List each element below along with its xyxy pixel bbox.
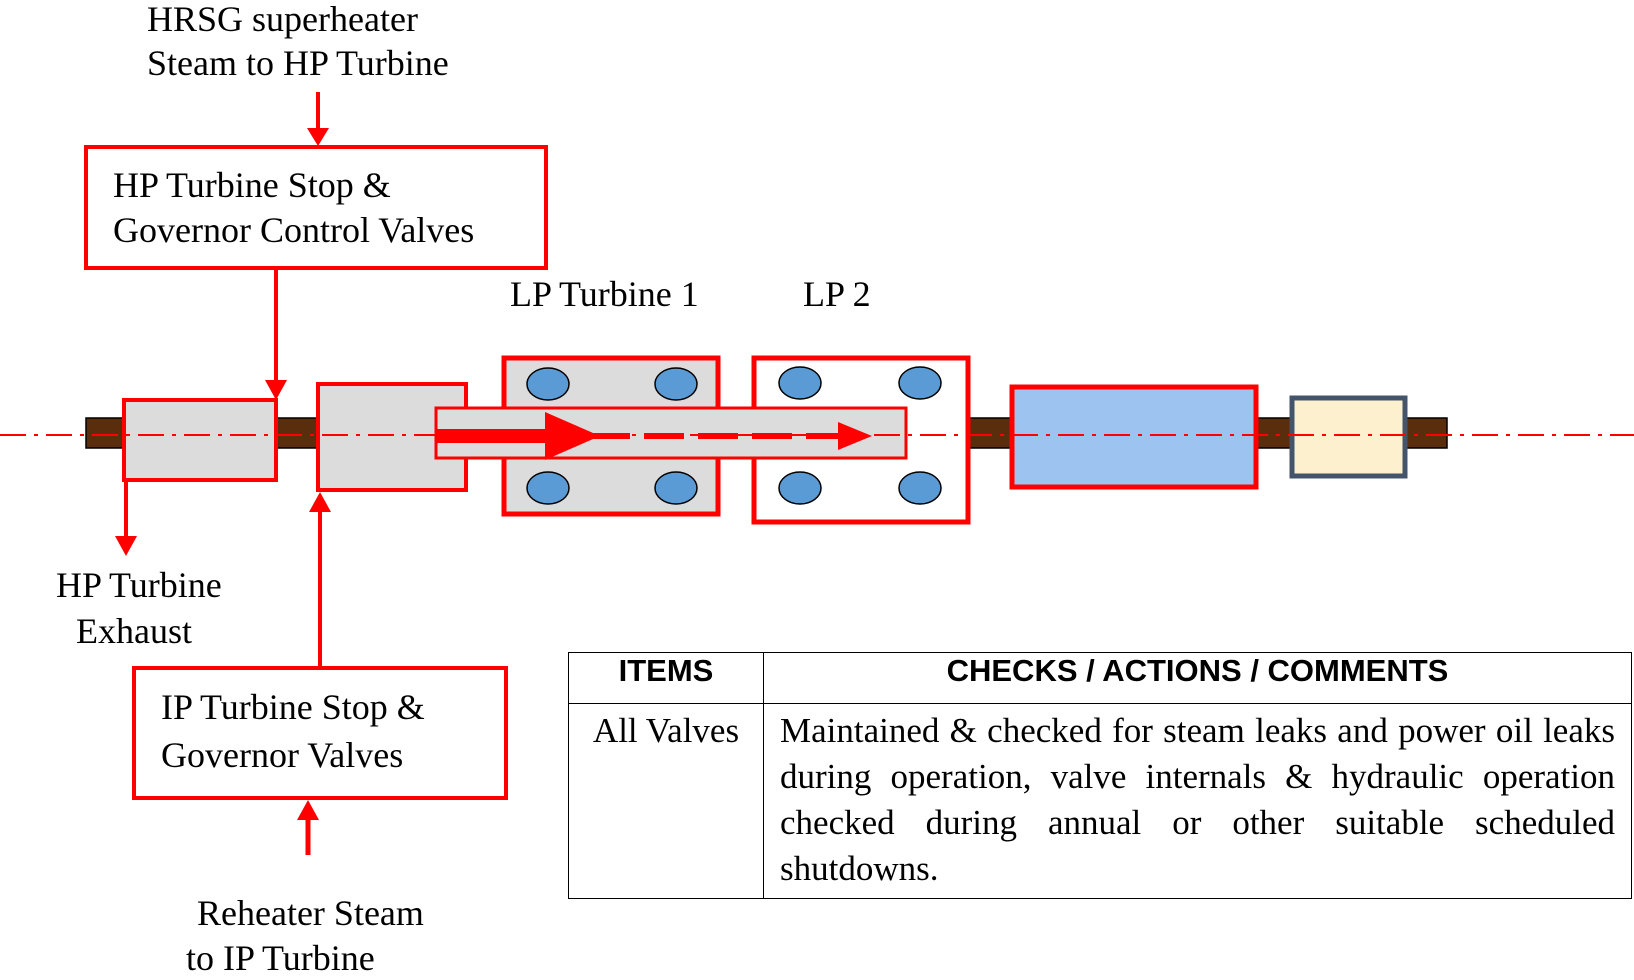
shaft-lp-gen <box>965 417 1013 449</box>
exciter <box>1289 395 1408 479</box>
ip-valves-label-line1: IP Turbine Stop & <box>161 687 425 727</box>
lp2-bearing-bottom-left <box>778 471 822 505</box>
shaft-hp-ip <box>275 417 319 449</box>
flow-arrowhead-small <box>838 422 872 450</box>
arrowhead-hp-exhaust <box>115 536 137 556</box>
arrowhead-hp-valves <box>265 380 287 400</box>
hp-valves-label-line1: HP Turbine Stop & <box>113 165 391 205</box>
shaft-right <box>1404 417 1448 449</box>
lp2-bearing-bottom-right <box>898 471 942 505</box>
lp1-bearing-bottom-right <box>654 471 698 505</box>
reheater-label-line2: to IP Turbine <box>186 938 375 978</box>
ip-valves-label-line2: Governor Valves <box>161 735 404 775</box>
hp-valves-label-line2: Governor Control Valves <box>113 210 475 250</box>
shaft-left <box>85 417 125 449</box>
arrowhead-ip-valves <box>309 492 331 512</box>
arrowhead-hrsg <box>307 128 329 146</box>
hp-exhaust-label-line2: Exhaust <box>76 611 192 651</box>
table-cell-item: All Valves <box>568 703 764 899</box>
lp-2-label: LP 2 <box>803 274 871 314</box>
table-row: All Valves Maintained & checked for stea… <box>568 703 1632 899</box>
reheater-label-line1: Reheater Steam <box>197 893 424 933</box>
lp2-bearing-top-left <box>778 366 822 400</box>
lp-turbine-1-label: LP Turbine 1 <box>510 274 699 314</box>
lp1-bearing-top-left <box>526 367 570 401</box>
lp2-bearing-top-right <box>898 366 942 400</box>
checks-column-header: CHECKS / ACTIONS / COMMENTS <box>763 652 1632 704</box>
hrsg-label-line2: Steam to HP Turbine <box>147 43 449 83</box>
ip-valves-box <box>132 666 508 800</box>
lp1-bearing-bottom-left <box>526 471 570 505</box>
table-cell-comment: Maintained & checked for steam leaks and… <box>763 703 1632 899</box>
checks-table: ITEMS CHECKS / ACTIONS / COMMENTS All Va… <box>568 652 1632 899</box>
generator <box>1009 384 1259 490</box>
hp-exhaust-label-line1: HP Turbine <box>56 565 222 605</box>
hp-valves-box <box>84 145 548 270</box>
shaft-gen-exciter <box>1255 417 1293 449</box>
items-column-header: ITEMS <box>568 652 764 704</box>
arrowhead-reheater <box>297 800 319 820</box>
hp-turbine-casing <box>122 398 278 482</box>
lp1-bearing-top-right <box>654 367 698 401</box>
flow-arrowhead-large <box>545 412 600 460</box>
hrsg-label-line1: HRSG superheater <box>147 0 418 39</box>
table-header-row: ITEMS CHECKS / ACTIONS / COMMENTS <box>568 652 1632 704</box>
